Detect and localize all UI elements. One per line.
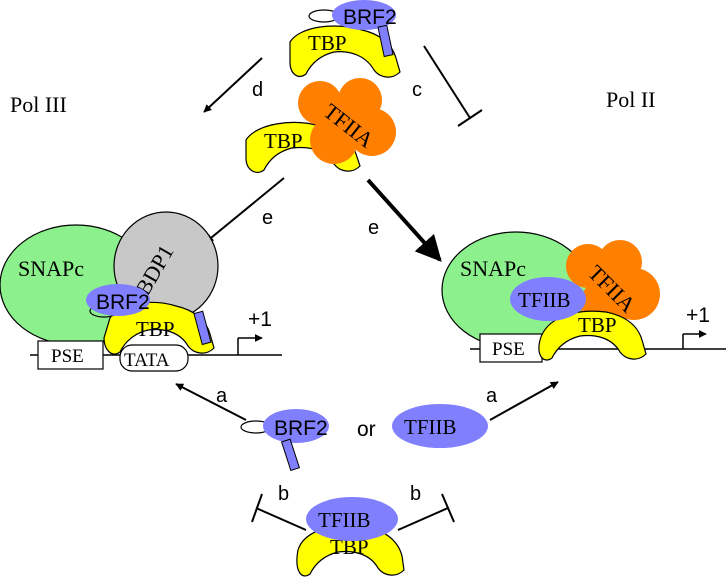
snapc-label-left: SNAPc [18, 256, 84, 281]
inhibition-c [423, 45, 483, 127]
tbp-saddle-left [103, 301, 215, 355]
arrow-a-right [489, 381, 559, 421]
pse-box-right [479, 333, 543, 363]
brf2-protein-bottom [263, 409, 329, 443]
pse-label-right: PSE [492, 339, 525, 360]
tbp-label-left: TBP [136, 317, 175, 341]
start-site-arrow-right [682, 330, 707, 349]
brf2-label-top: BRF2 [343, 6, 397, 29]
arrow-d-label: d [252, 79, 263, 101]
tfiia-blob-middle [298, 78, 396, 164]
tfiib-protein-right [510, 277, 586, 321]
or-label: or [357, 418, 376, 441]
tata-label: TATA [124, 350, 170, 371]
tbp-label-top: TBP [308, 31, 347, 55]
tfiib-label-bottom: TFIIB [404, 415, 457, 439]
tfiia-tbp-complex: TBP TFIIA [245, 78, 396, 173]
arrow-e-right-label: e [368, 217, 379, 239]
pol3-promoter-complex: SNAPc BDP1 PSE TATA TBP BRF2 +1 [0, 211, 282, 372]
brf2-label-left: BRF2 [96, 291, 150, 314]
start-site-arrow-left [237, 334, 263, 355]
arrow-a-left-label: a [216, 385, 228, 407]
inhibition-b-right-label: b [410, 483, 421, 505]
inhibition-b-left-label: b [278, 483, 289, 505]
arrow-a-left [175, 383, 247, 421]
inhibition-c-label: c [412, 79, 422, 101]
inhibition-b-right [397, 493, 455, 531]
tfiib-tbp-complex: TBP TFIIB [296, 497, 405, 577]
arrow-e-right [366, 178, 442, 262]
pse-label-left: PSE [51, 346, 84, 367]
arrow-e-left-label: e [262, 207, 273, 229]
tfiib-label-right: TFIIB [518, 288, 571, 312]
start-site-label-left: +1 [248, 308, 272, 331]
pol2-label: Pol II [606, 87, 656, 112]
brf2-protein-top [332, 0, 396, 30]
arrow-d [203, 57, 263, 113]
tbp-saddle-right [538, 310, 647, 361]
snapc-label-right: SNAPc [460, 256, 526, 281]
arrow-a-right-label: a [486, 385, 498, 407]
tfiib-protein-bottom [392, 404, 488, 448]
tfiib-protein-complex [306, 497, 398, 541]
brf2-tbp-complex-top: TBP BRF2 [289, 0, 401, 78]
tata-box [119, 344, 189, 372]
brf2-label-bottom: BRF2 [274, 417, 328, 440]
tbp-label-middle: TBP [264, 129, 303, 153]
pol3-label: Pol III [10, 92, 67, 117]
brf2-tail-top [377, 24, 394, 58]
pse-box-left [37, 340, 104, 370]
brf2-protein-left [86, 284, 150, 316]
brf2-tail-left [193, 310, 212, 346]
tbp-label-right: TBP [578, 313, 617, 337]
inhibition-b-left [251, 493, 307, 531]
free-factors: BRF2 or TFIIB [240, 404, 488, 472]
pol2-promoter-complex: SNAPc TFIIA PSE TBP TFIIB +1 [441, 231, 726, 363]
tfiib-label-complex: TFIIB [318, 508, 371, 532]
arrow-e-left [205, 177, 285, 243]
start-site-label-right: +1 [686, 304, 710, 327]
brf2-tail-bottom [280, 438, 301, 472]
